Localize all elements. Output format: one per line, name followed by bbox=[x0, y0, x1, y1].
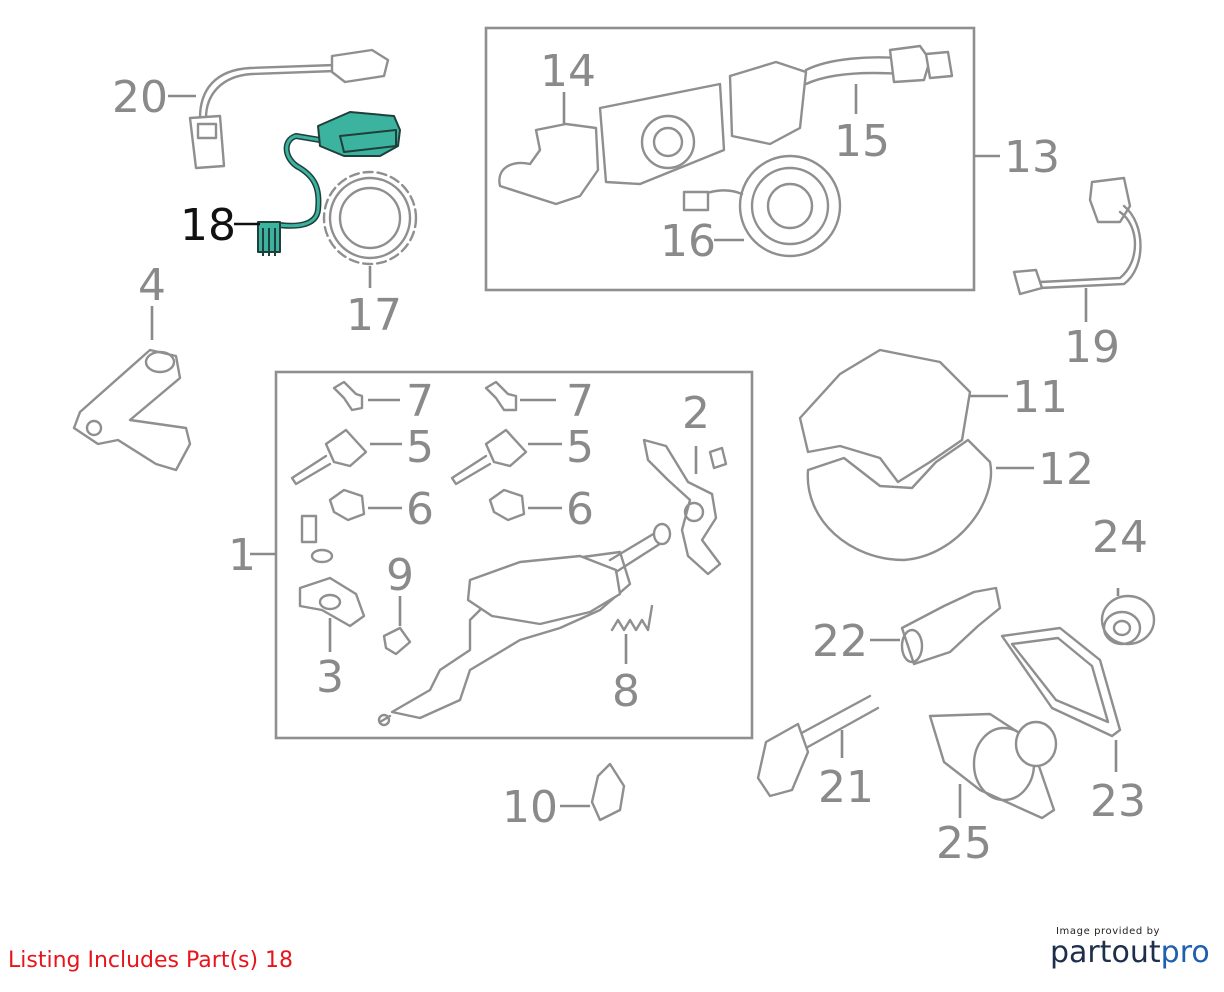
callout-4: 4 bbox=[138, 260, 166, 311]
callout-17: 17 bbox=[346, 290, 402, 341]
part-4-column-bracket bbox=[72, 348, 192, 472]
part-10-clip bbox=[590, 762, 626, 822]
part-22-universal-joint bbox=[900, 586, 1002, 666]
part-19-cable bbox=[1012, 176, 1142, 296]
callout-20: 20 bbox=[112, 72, 168, 123]
part-5-lever-left bbox=[290, 428, 368, 486]
part-5-lever-right bbox=[450, 428, 528, 486]
callout-23: 23 bbox=[1090, 776, 1146, 827]
callout-6-right: 6 bbox=[566, 484, 594, 535]
callout-14: 14 bbox=[540, 46, 596, 97]
callout-8: 8 bbox=[612, 666, 640, 717]
callout-arrows bbox=[150, 84, 1120, 818]
callout-7-left: 7 bbox=[406, 376, 434, 427]
part-20-sensor-cable bbox=[188, 48, 390, 170]
callout-18: 18 bbox=[180, 200, 236, 251]
callout-16: 16 bbox=[660, 216, 716, 267]
callout-13: 13 bbox=[1004, 132, 1060, 183]
callout-24: 24 bbox=[1092, 512, 1148, 563]
callout-25: 25 bbox=[936, 818, 992, 869]
brand-name-part2: pro bbox=[1160, 935, 1210, 970]
callout-1: 1 bbox=[228, 530, 256, 581]
part-16-spiral-cable bbox=[682, 154, 842, 258]
callout-3: 3 bbox=[316, 652, 344, 703]
part-7-clip-left bbox=[332, 380, 364, 412]
brand-name: partoutpro bbox=[1050, 935, 1220, 970]
part-6-nut-left bbox=[328, 488, 366, 522]
part-25-dust-boot bbox=[928, 712, 1058, 820]
part-7-clip-right bbox=[484, 380, 518, 412]
callout-5-right: 5 bbox=[566, 422, 594, 473]
part-17-sensor-ring bbox=[322, 170, 418, 266]
part-6-nut-right bbox=[488, 488, 526, 522]
callout-22: 22 bbox=[812, 616, 868, 667]
brand-logo: Image provided by partoutpro bbox=[1050, 926, 1220, 970]
group-box-1 bbox=[274, 370, 754, 740]
part-12-lower-cover bbox=[806, 438, 993, 562]
callout-5-left: 5 bbox=[406, 422, 434, 473]
part-23-boot-plate bbox=[1000, 626, 1122, 738]
part-1-steering-column bbox=[377, 522, 672, 727]
part-24-grommet bbox=[1100, 594, 1156, 646]
callout-15: 15 bbox=[834, 116, 890, 167]
callout-6-left: 6 bbox=[406, 484, 434, 535]
callout-21: 21 bbox=[818, 762, 874, 813]
part-9-clip bbox=[382, 626, 412, 656]
part-14-15-combination-switch bbox=[498, 44, 954, 206]
callout-2: 2 bbox=[682, 388, 710, 439]
part-11-upper-cover bbox=[798, 348, 972, 484]
part-3-bracket bbox=[298, 576, 366, 628]
part-bolt-washer bbox=[300, 514, 334, 564]
callout-10: 10 bbox=[502, 782, 558, 833]
listing-note: Listing Includes Part(s) 18 bbox=[8, 948, 294, 973]
part-18-wiring-assembly bbox=[257, 111, 401, 256]
part-21-intermediate-shaft bbox=[756, 694, 880, 798]
callout-19: 19 bbox=[1064, 322, 1120, 373]
brand-caption: Image provided by bbox=[1056, 926, 1161, 937]
callout-11: 11 bbox=[1012, 372, 1068, 423]
callout-9: 9 bbox=[386, 550, 414, 601]
group-box-13 bbox=[484, 26, 976, 292]
part-2-plate bbox=[642, 438, 728, 576]
part-8-spring bbox=[610, 604, 654, 632]
brand-name-part1: partout bbox=[1050, 935, 1161, 970]
callout-12: 12 bbox=[1038, 444, 1094, 495]
callout-7-right: 7 bbox=[566, 376, 594, 427]
